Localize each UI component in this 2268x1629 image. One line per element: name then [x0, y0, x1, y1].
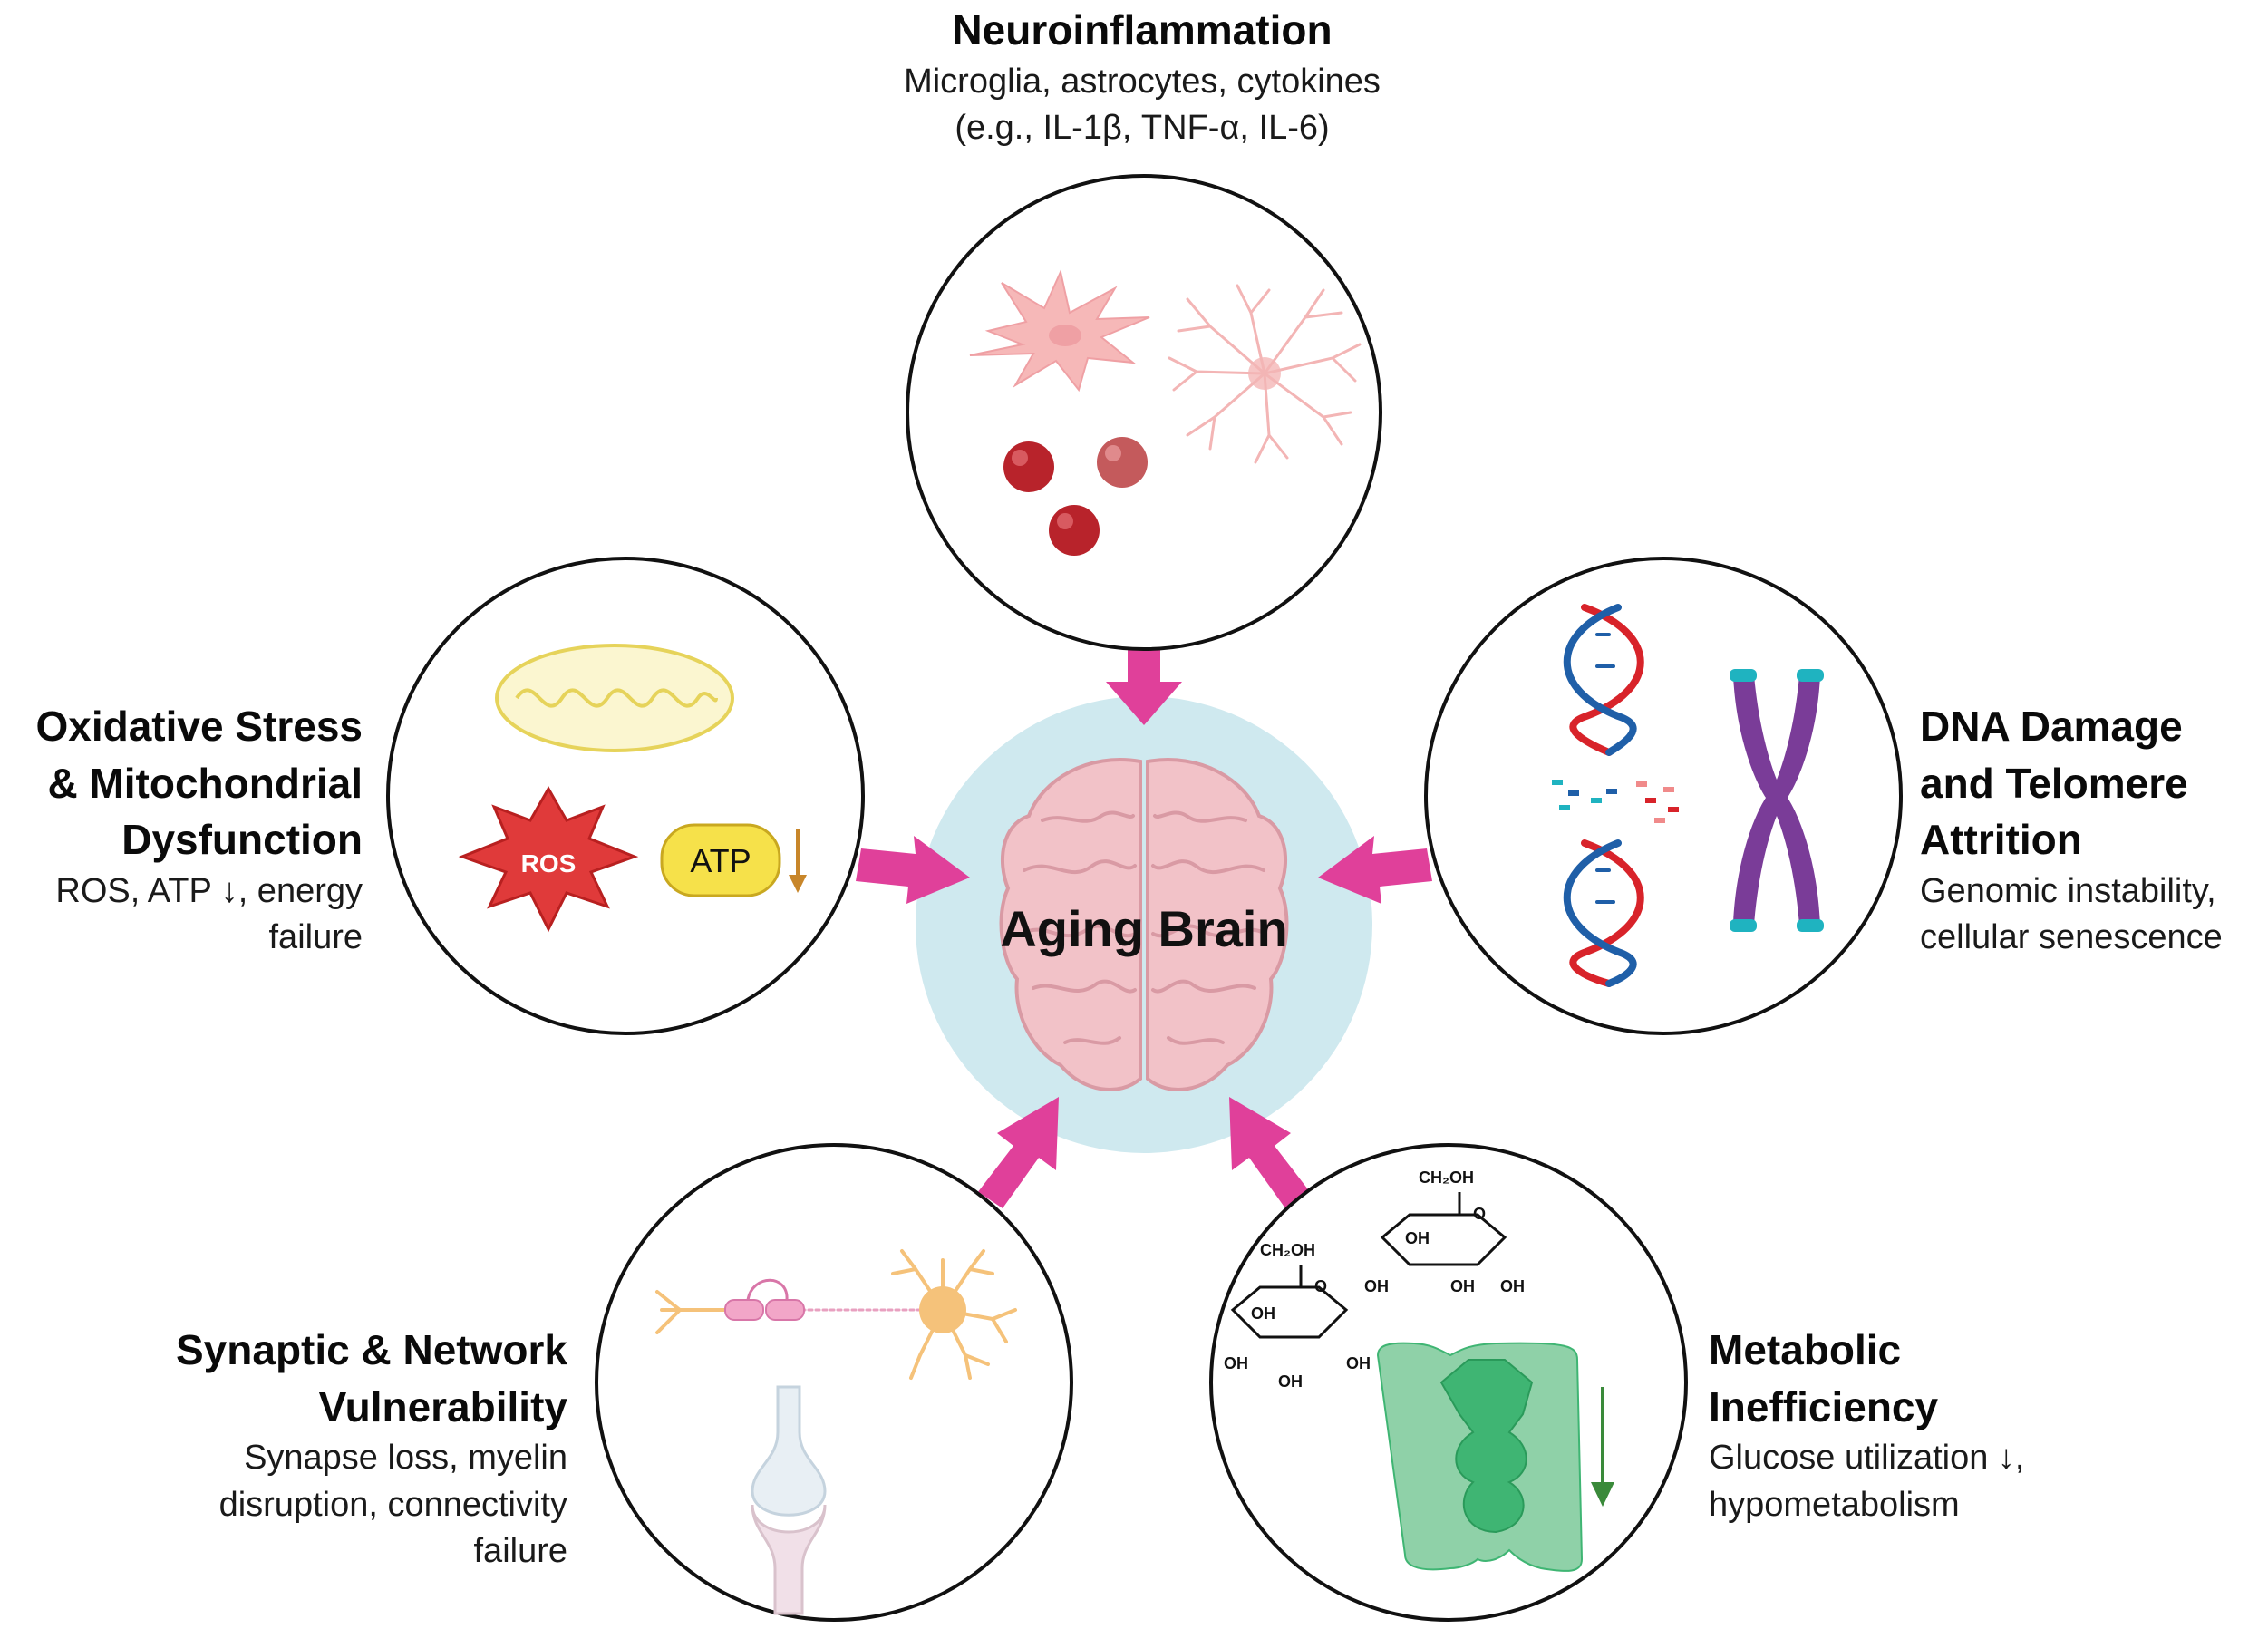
synaptic-desc-3: failure	[473, 1532, 568, 1571]
arrow-from-left	[856, 836, 970, 904]
metabolic-panel: CH₂OH O OH OH OH OH CH₂OH O OH OH OH OH	[1209, 1143, 1688, 1622]
synapse-icon	[751, 1385, 827, 1615]
neuroinflammation-panel	[906, 174, 1382, 651]
metabolic-title-2: Inefficiency	[1709, 1382, 1939, 1430]
arrow-from-right	[1318, 836, 1432, 904]
atp-down-arrow-icon	[789, 829, 807, 893]
microglia-icon	[969, 268, 1150, 393]
glucose-molecule-icon-upper: CH₂OH O OH OH OH OH	[1364, 1168, 1525, 1295]
metabolic-desc-1: Glucose utilization ↓,	[1709, 1439, 2025, 1478]
oxidative-desc-2: failure	[268, 918, 363, 957]
ros-label: ROS	[521, 849, 577, 878]
metabolic-label: Metabolic Inefficiency Glucose utilizati…	[1709, 1322, 2180, 1528]
oxidative-panel: ROS ATP	[386, 557, 865, 1035]
svg-text:OH: OH	[1405, 1229, 1430, 1247]
myelin-sheath-icon	[724, 1278, 805, 1321]
neuroinflammation-desc-1: Microglia, astrocytes, cytokines	[904, 62, 1381, 101]
svg-text:CH₂OH: CH₂OH	[1260, 1241, 1315, 1259]
dna-helix-icon	[1564, 604, 1644, 987]
svg-text:O: O	[1314, 1277, 1327, 1295]
svg-text:OH: OH	[1346, 1354, 1371, 1372]
dna-title-1: DNA Damage	[1920, 703, 2183, 750]
neuroinflammation-title: Neuroinflammation	[952, 6, 1333, 53]
synaptic-panel	[595, 1143, 1073, 1622]
metabolic-desc-2: hypometabolism	[1709, 1485, 1960, 1524]
metabolic-title-1: Metabolic	[1709, 1326, 1902, 1373]
synaptic-label: Synaptic & Network Vulnerability Synapse…	[96, 1322, 567, 1576]
arrow-from-bottom-right	[1229, 1097, 1313, 1208]
synaptic-desc-2: disruption, connectivity	[218, 1485, 567, 1524]
glucose-transporter-icon	[1376, 1342, 1584, 1572]
chromosome-icon	[1730, 669, 1824, 932]
svg-text:OH: OH	[1364, 1277, 1389, 1295]
dna-fragments-icon	[1552, 780, 1679, 823]
oxidative-label: Oxidative Stress & Mitochondrial Dysfunc…	[0, 698, 363, 962]
astrocyte-icon	[1168, 284, 1362, 464]
svg-text:OH: OH	[1224, 1354, 1248, 1372]
dna-desc-2: cellular senescence	[1920, 918, 2223, 957]
atp-icon: ATP	[660, 823, 781, 897]
svg-text:O: O	[1473, 1205, 1486, 1223]
oxidative-title-1: Oxidative Stress	[35, 703, 363, 750]
arrows	[856, 638, 1432, 1208]
neuron-icon	[655, 1249, 1017, 1380]
dna-desc-1: Genomic instability,	[1920, 871, 2216, 910]
synaptic-title-2: Vulnerability	[318, 1382, 567, 1430]
svg-text:OH: OH	[1278, 1372, 1303, 1391]
mitochondrion-icon	[495, 644, 734, 752]
center-title: Aging Brain	[1000, 900, 1287, 957]
dna-title-2: and Telomere	[1920, 759, 2188, 807]
svg-text:CH₂OH: CH₂OH	[1419, 1168, 1474, 1187]
arrow-from-top	[1106, 638, 1182, 725]
oxidative-desc-1: ROS, ATP ↓, energy	[55, 871, 363, 910]
dna-label: DNA Damage and Telomere Attrition Genomi…	[1920, 698, 2264, 962]
oxidative-title-3: Dysfunction	[121, 816, 363, 864]
dna-title-3: Attrition	[1920, 816, 2082, 864]
synaptic-desc-1: Synapse loss, myelin	[244, 1439, 567, 1478]
neuroinflammation-label: Neuroinflammation Microglia, astrocytes,…	[689, 2, 1595, 152]
ros-burst-icon: ROS	[458, 785, 639, 933]
cytokine-spheres	[1003, 437, 1148, 556]
svg-text:OH: OH	[1251, 1304, 1275, 1323]
neuroinflammation-desc-2: (e.g., IL-1β, TNF-α, IL-6)	[955, 109, 1330, 148]
atp-label: ATP	[690, 842, 751, 879]
oxidative-title-2: & Mitochondrial	[47, 759, 363, 807]
synaptic-title-1: Synaptic & Network	[176, 1326, 567, 1373]
svg-text:OH: OH	[1450, 1277, 1475, 1295]
glucose-molecule-icon-lower: CH₂OH O OH OH OH OH	[1224, 1241, 1371, 1391]
dna-panel	[1424, 557, 1903, 1035]
arrow-from-bottom-left	[974, 1097, 1059, 1208]
glucose-down-arrow-icon	[1591, 1387, 1614, 1507]
svg-text:OH: OH	[1500, 1277, 1525, 1295]
brain-icon	[999, 758, 1289, 1091]
